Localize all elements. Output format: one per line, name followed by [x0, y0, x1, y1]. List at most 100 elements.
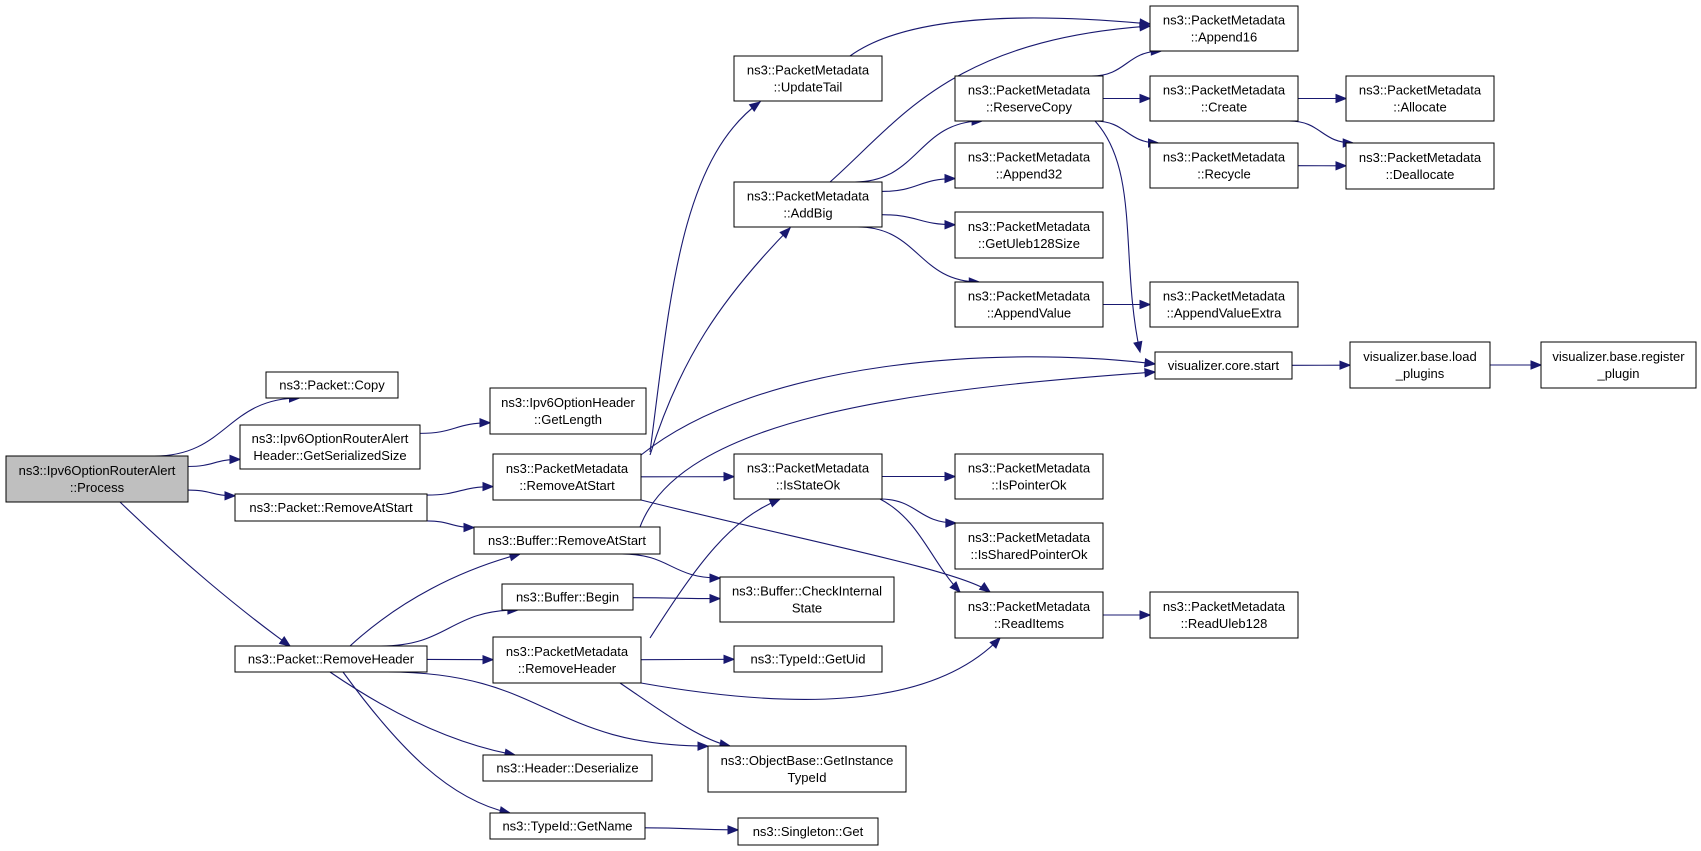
node-pm-remove-header[interactable]: ns3::PacketMetadata::RemoveHeader	[492, 636, 642, 684]
node-label-line: ns3::PacketMetadata	[506, 644, 629, 659]
edge-pm_recycle-to-pm_deallocate	[1297, 161, 1348, 171]
node-label-line: ns3::PacketMetadata	[968, 599, 1091, 614]
node-packet-copy[interactable]: ns3::Packet::Copy	[265, 371, 399, 399]
node-label-line: visualizer.core.start	[1168, 358, 1280, 373]
node-header-deserialize[interactable]: ns3::Header::Deserialize	[482, 754, 653, 782]
node-pm-get-uleb128-size[interactable]: ns3::PacketMetadata::GetUleb128Size	[954, 211, 1104, 259]
node-label-line: ns3::PacketMetadata	[968, 150, 1091, 165]
node-opt-get-length[interactable]: ns3::Ipv6OptionHeader::GetLength	[489, 387, 647, 435]
node-box	[1149, 142, 1299, 189]
edge-pm_append_value-to-pm_append_value_extra	[1102, 299, 1152, 310]
edge-pm_remove_header-to-typeid_get_uid	[640, 654, 736, 665]
node-box	[1149, 75, 1299, 122]
node-label-line: visualizer.base.load	[1363, 349, 1476, 364]
edge-process-to-packet_remove_at_start	[187, 489, 237, 501]
node-pm-append32[interactable]: ns3::PacketMetadata::Append32	[954, 142, 1104, 189]
node-box	[473, 526, 661, 555]
edge-pm_update_tail-to-pm_append16	[849, 17, 1152, 57]
node-label-line: ns3::PacketMetadata	[747, 461, 870, 476]
node-label-line: ns3::ObjectBase::GetInstance	[721, 753, 894, 768]
node-label-line: ns3::PacketMetadata	[1359, 83, 1482, 98]
node-label-line: ns3::Header::Deserialize	[496, 761, 638, 776]
edge-pm_add_big-to-pm_append16	[829, 22, 1152, 183]
node-typeid-get-uid[interactable]: ns3::TypeId::GetUid	[733, 645, 883, 673]
node-pm-create[interactable]: ns3::PacketMetadata::Create	[1149, 75, 1299, 122]
node-typeid-get-name[interactable]: ns3::TypeId::GetName	[489, 812, 646, 840]
node-box	[489, 812, 646, 840]
node-box	[719, 576, 895, 623]
node-pm-is-shared-pointer-ok[interactable]: ns3::PacketMetadata::IsSharedPointerOk	[954, 522, 1104, 570]
call-edges	[119, 17, 1543, 835]
node-pm-append-value-extra[interactable]: ns3::PacketMetadata::AppendValueExtra	[1149, 281, 1299, 328]
edge-pm_add_big-to-pm_append32	[881, 173, 957, 192]
node-label-line: _plugin	[1597, 366, 1640, 381]
node-pm-remove-at-start[interactable]: ns3::PacketMetadata::RemoveAtStart	[492, 453, 642, 501]
edge-pm_create-to-pm_deallocate	[1289, 120, 1355, 148]
edge-packet_remove_header-to-pm_remove_header	[426, 654, 495, 665]
node-box	[265, 371, 399, 399]
node-packet-remove-at-start[interactable]: ns3::Packet::RemoveAtStart	[234, 493, 428, 522]
node-label-line: ns3::PacketMetadata	[1163, 150, 1286, 165]
node-label-line: TypeId	[787, 770, 826, 785]
node-pm-reserve-copy[interactable]: ns3::PacketMetadata::ReserveCopy	[954, 75, 1104, 122]
edge-visualizer_core_start-to-visualizer_load_plugins	[1291, 360, 1352, 370]
edge-pm_is_state_ok-to-pm_is_shared_pointer_ok	[879, 498, 958, 528]
node-label-line: ns3::Ipv6OptionHeader	[501, 395, 635, 410]
node-label-line: ::Process	[70, 480, 125, 495]
edge-pm_remove_at_start-to-pm_is_state_ok	[640, 471, 736, 482]
edge-buffer_remove_at_start-to-visualizer_core_start	[639, 368, 1157, 528]
node-label-line: ns3::TypeId::GetName	[502, 819, 632, 834]
node-get-serialized-size[interactable]: ns3::Ipv6OptionRouterAlertHeader::GetSer…	[239, 424, 421, 470]
node-box	[954, 453, 1104, 500]
function-nodes: ns3::Ipv6OptionRouterAlert::Processns3::…	[5, 5, 1697, 846]
node-pm-recycle[interactable]: ns3::PacketMetadata::Recycle	[1149, 142, 1299, 189]
edge-pm_remove_at_start-to-visualizer_core_start	[640, 356, 1157, 456]
node-pm-update-tail[interactable]: ns3::PacketMetadata::UpdateTail	[733, 55, 883, 102]
node-pm-read-uleb128[interactable]: ns3::PacketMetadata::ReadUleb128	[1149, 591, 1299, 639]
node-label-line: ::ReadUleb128	[1181, 616, 1268, 631]
node-pm-add-big[interactable]: ns3::PacketMetadata::AddBig	[733, 181, 883, 228]
node-label-line: ns3::Packet::RemoveAtStart	[249, 500, 413, 515]
node-box	[954, 211, 1104, 259]
node-label-line: ::AddBig	[783, 206, 832, 221]
edge-pm_create-to-pm_allocate	[1298, 93, 1348, 104]
node-pm-read-items[interactable]: ns3::PacketMetadata::ReadItems	[954, 591, 1104, 639]
node-label-line: ns3::Packet::RemoveHeader	[248, 652, 415, 667]
node-pm-append-value[interactable]: ns3::PacketMetadata::AppendValue	[954, 281, 1104, 328]
node-pm-allocate[interactable]: ns3::PacketMetadata::Allocate	[1345, 75, 1495, 122]
node-singleton-get[interactable]: ns3::Singleton::Get	[737, 817, 879, 846]
node-label-line: ::Append32	[996, 167, 1063, 182]
node-box	[1349, 341, 1491, 389]
node-buffer-remove-at-start[interactable]: ns3::Buffer::RemoveAtStart	[473, 526, 661, 555]
node-box	[234, 645, 428, 673]
edge-pm_reserve_copy-to-pm_recycle	[1094, 120, 1160, 148]
node-buffer-begin[interactable]: ns3::Buffer::Begin	[501, 583, 634, 611]
edge-packet_remove_header-to-objectbase_get_instance_typeid	[387, 671, 710, 751]
node-box	[733, 645, 883, 673]
node-label-line: ns3::PacketMetadata	[1163, 83, 1286, 98]
node-pm-is-pointer-ok[interactable]: ns3::PacketMetadata::IsPointerOk	[954, 453, 1104, 500]
edge-pm_is_state_ok-to-pm_is_pointer_ok	[881, 471, 957, 482]
node-box	[239, 424, 421, 470]
node-pm-deallocate[interactable]: ns3::PacketMetadata::Deallocate	[1345, 142, 1495, 190]
node-visualizer-register-plugin[interactable]: visualizer.base.register_plugin	[1540, 341, 1697, 389]
node-label-line: ::IsStateOk	[776, 478, 841, 493]
node-box	[707, 745, 907, 793]
node-visualizer-core-start[interactable]: visualizer.core.start	[1154, 351, 1293, 380]
node-label-line: ns3::PacketMetadata	[1163, 13, 1286, 28]
node-packet-remove-header[interactable]: ns3::Packet::RemoveHeader	[234, 645, 428, 673]
node-label-line: ns3::PacketMetadata	[968, 219, 1091, 234]
node-process[interactable]: ns3::Ipv6OptionRouterAlert::Process	[5, 455, 189, 503]
node-box	[1345, 142, 1495, 190]
node-box	[1540, 341, 1697, 389]
node-box	[954, 75, 1104, 122]
node-label-line: ::Recycle	[1197, 167, 1250, 182]
node-pm-is-state-ok[interactable]: ns3::PacketMetadata::IsStateOk	[733, 453, 883, 500]
node-label-line: Header::GetSerializedSize	[253, 448, 406, 463]
node-visualizer-load-plugins[interactable]: visualizer.base.load_plugins	[1349, 341, 1491, 389]
node-box	[954, 591, 1104, 639]
node-pm-append16[interactable]: ns3::PacketMetadata::Append16	[1149, 5, 1299, 52]
edge-buffer_remove_at_start-to-buffer_check_internal_state	[621, 553, 722, 583]
